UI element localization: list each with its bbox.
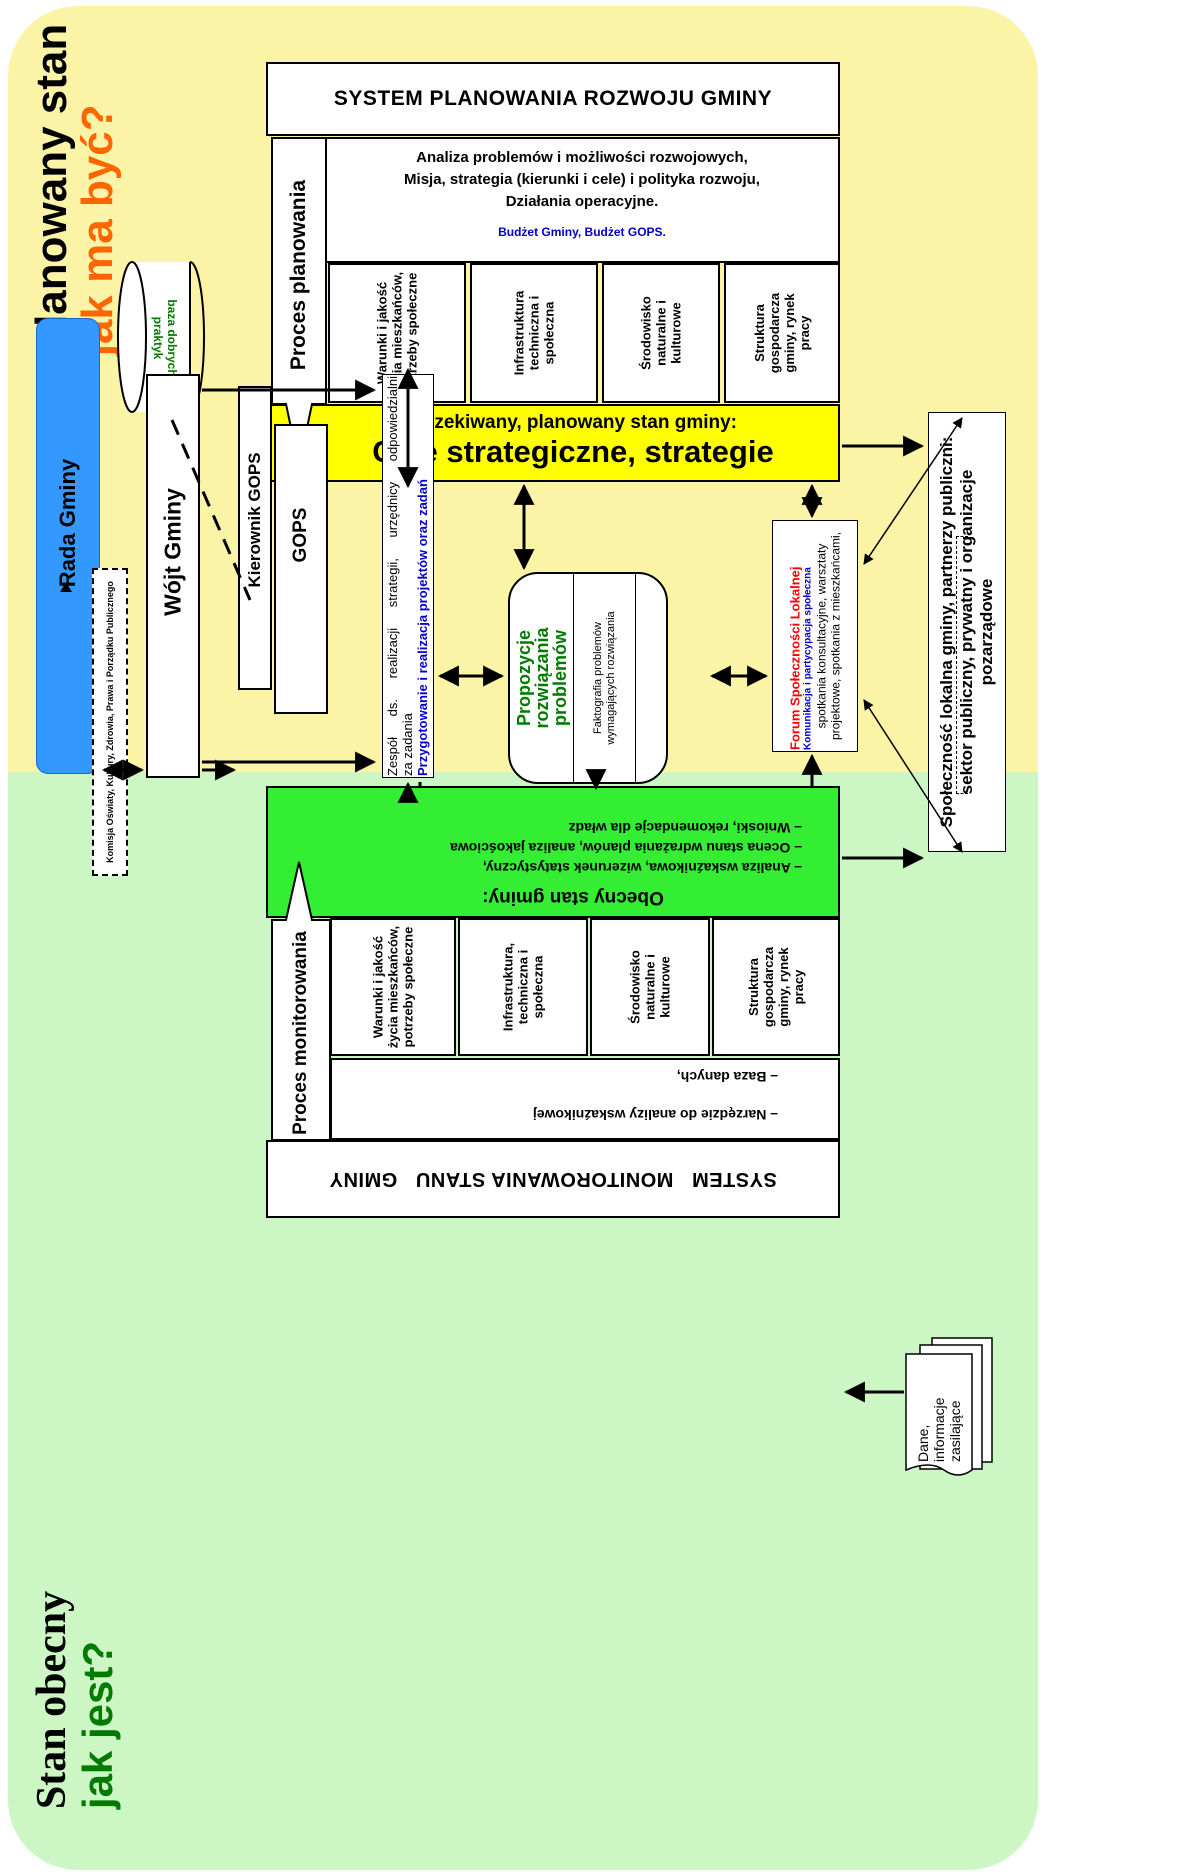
- proposals-title-cell: Propozycje rozwiązania problemów: [510, 574, 574, 782]
- current-state-title: Obecny stan gminy:: [482, 887, 664, 908]
- current-zone-label: Stan obecny jak jest?: [20, 1545, 130, 1855]
- monitoring-column-infrastructure: Infrastruktura, techniczna i społeczna: [458, 918, 588, 1056]
- kierownik-gops-box: Kierownik GOPS: [238, 386, 272, 690]
- forum-box: Forum Społeczności Lokalnej Komunikacja …: [772, 520, 858, 752]
- planning-analysis-line: Misja, strategia (kierunki i cele) i pol…: [404, 171, 760, 188]
- community-dashed-bracket: [956, 536, 968, 794]
- commission-box: Komisja Oświaty, Kultury, Zdrowia, Prawa…: [92, 568, 128, 876]
- current-state-green-box: Obecny stan gminy: – Analiza wskaźnikowa…: [266, 786, 840, 918]
- current-label-line2: jak jest?: [74, 1641, 121, 1810]
- gops-box: GOPS: [274, 424, 328, 714]
- planning-column-economy: Struktura gospodarcza gminy, rynek pracy: [724, 263, 840, 403]
- planning-column-environment: Środowisko naturalne i kulturowe: [602, 263, 720, 403]
- planning-analysis-line: Działania operacyjne.: [505, 193, 659, 210]
- forum-items: spotkania konsultacyjne, warsztaty proje…: [814, 531, 843, 741]
- current-analysis-item: – Ocena stanu wdrażania planów, analiza …: [450, 840, 802, 856]
- team-line2: za zadania: [400, 713, 415, 776]
- planning-column-infrastructure: Infrastruktura techniczna i społeczna: [470, 263, 598, 403]
- rada-gminy-box: Rada Gminy: [36, 318, 100, 774]
- goal-line2: Cele strategiczne, strategie: [372, 434, 774, 469]
- monitoring-column-economy: Struktura gospodarcza gminy, rynek pracy: [712, 918, 840, 1056]
- wojt-gminy-box: Wójt Gminy: [146, 374, 200, 778]
- planned-label-line2: jak ma być?: [73, 104, 122, 357]
- planned-zone-label: Planowany stan jak ma być?: [20, 20, 130, 360]
- monitoring-tool-item: – Narzędzie do analizy wskaźnikowej: [532, 1107, 778, 1123]
- monitoring-column-environment: Środowisko naturalne i kulturowe: [590, 918, 710, 1056]
- planning-system-title: SYSTEM PLANOWANIA ROZWOJU GMINY: [266, 62, 840, 136]
- planned-label-line1: Planowany stan: [27, 23, 76, 357]
- monitoring-tools-box: – Narzędzie do analizy wskaźnikowej – Ba…: [330, 1058, 840, 1140]
- rada-gminy-arrow-marker: [60, 582, 72, 592]
- planning-analysis-line: Analiza problemów i możliwości rozwojowy…: [416, 149, 748, 166]
- proposals-facts-cell: Faktografia problemów wymagających rozwi…: [574, 574, 636, 782]
- current-analysis-item: – Wnioski, rekomendacje dla władz: [568, 820, 802, 836]
- budget-text: Budżet Gminy, Budżet GOPS.: [498, 225, 666, 239]
- data-input-label: Dane, informacje zasilające: [915, 1397, 963, 1462]
- planned-state-goal-box: Oczekiwany, planowany stan gminy: Cele s…: [266, 404, 840, 482]
- monitoring-system-title: SYSTEM MONITOROWANIA STANU GMINY: [266, 1140, 840, 1218]
- team-line1: Zespół ds. realizacji strategii, urzędni…: [385, 376, 400, 776]
- monitoring-tool-item: – Baza danych,: [676, 1069, 778, 1085]
- current-label-line1: Stan obecny: [29, 1590, 75, 1810]
- planning-analysis-box: Analiza problemów i możliwości rozwojowy…: [326, 137, 840, 263]
- team-box: Zespół ds. realizacji strategii, urzędni…: [382, 374, 434, 778]
- monitoring-column-living: Warunki i jakość życia mieszkańców, potr…: [330, 918, 456, 1056]
- goal-line1: Oczekiwany, planowany stan gminy:: [408, 412, 737, 433]
- proposals-box: Propozycje rozwiązania problemów Faktogr…: [508, 572, 668, 784]
- forum-subtitle: Komunikacja i partycypacja społeczna: [802, 567, 814, 750]
- planning-process-label: Proces planowania: [287, 179, 310, 371]
- forum-title: Forum Społeczności Lokalnej: [787, 566, 803, 750]
- current-analysis-item: – Analiza wskaźnikowa, wizerunek statyst…: [482, 860, 802, 876]
- monitoring-process-label: Proces monitorowania: [290, 930, 311, 1135]
- community-line1: Społeczność lokalna gminy, partnerzy pub…: [937, 436, 956, 828]
- team-line3: Przygotowanie i realizacja projektów ora…: [415, 479, 430, 776]
